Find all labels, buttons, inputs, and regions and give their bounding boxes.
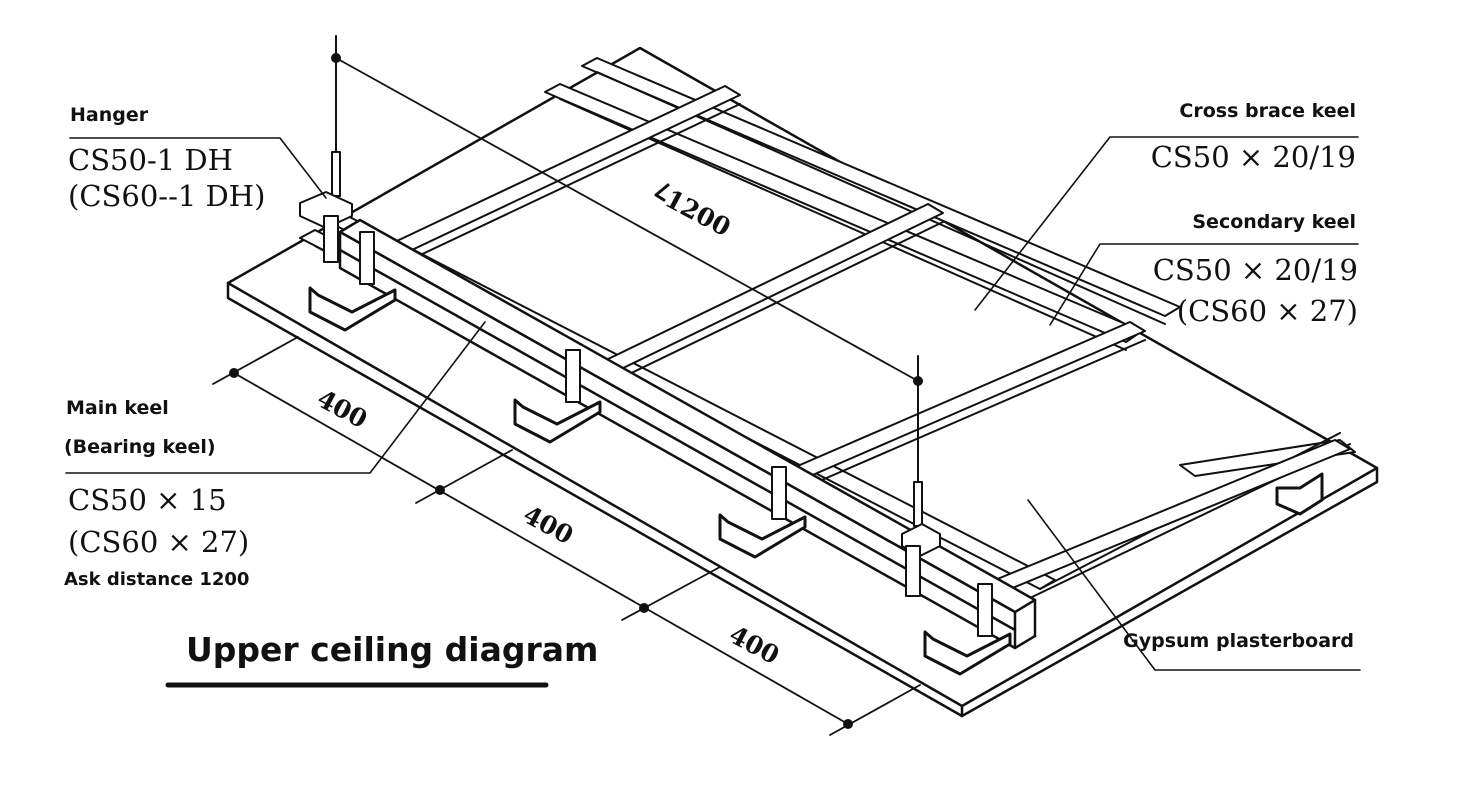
cross-brace-spec: CS50 × 20/19 [1150, 140, 1356, 174]
hanger-spec-1: CS50-1 DH [68, 143, 233, 177]
cross-brace-label: Cross brace keel [1179, 100, 1356, 122]
main-keel-sublabel: (Bearing keel) [64, 436, 216, 458]
main-keel [338, 218, 1037, 650]
secondary-keel-spec-1: CS50 × 20/19 [1152, 253, 1358, 287]
hanger-span-line [335, 57, 919, 382]
secondary-keel-spec-2: (CS60 × 27) [1176, 294, 1358, 328]
gypsum-label: Gypsum plasterboard [1123, 630, 1354, 652]
keel-clips [359, 231, 993, 637]
secondary-keel-label: Secondary keel [1192, 211, 1356, 233]
span-arrow [654, 183, 670, 202]
diagram-title: Upper ceiling diagram [186, 630, 599, 669]
hanger-spec-2: (CS60--1 DH) [68, 179, 266, 213]
hanger-rods [299, 35, 941, 597]
u-channels [308, 286, 1324, 676]
main-keel-spec-1: CS50 × 15 [68, 483, 227, 517]
main-keel-spec-2: (CS60 × 27) [68, 525, 250, 559]
main-keel-label: Main keel [66, 397, 169, 419]
ask-distance-note: Ask distance 1200 [64, 569, 250, 590]
cross-brace-keels [381, 85, 1351, 590]
leader-lines [65, 136, 1361, 671]
hanger-label: Hanger [70, 104, 149, 126]
